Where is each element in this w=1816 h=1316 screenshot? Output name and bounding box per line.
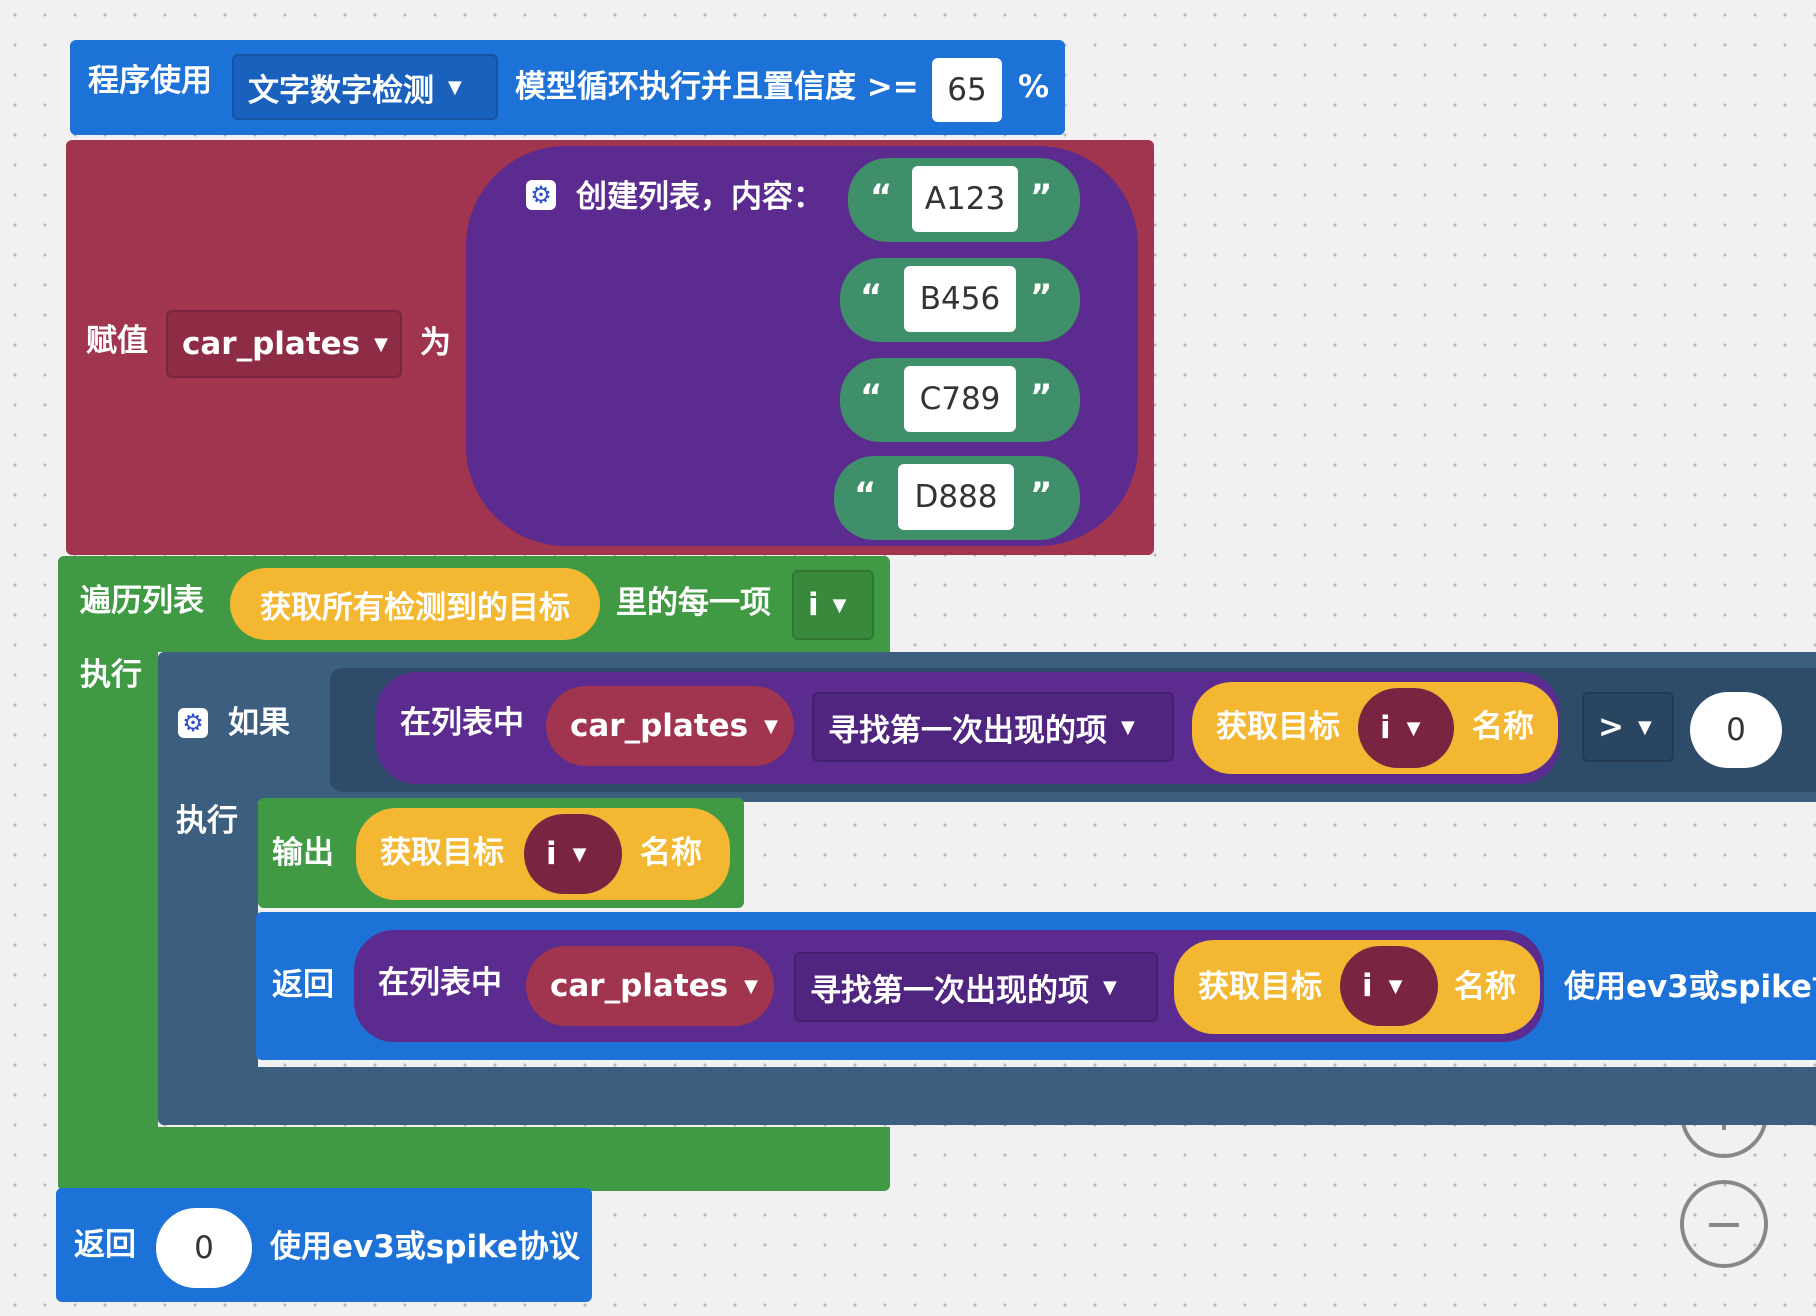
zoom-out-button[interactable]: − [1680, 1180, 1768, 1268]
protocol-label: 使用ev3或spike协议 [270, 1229, 580, 1265]
chevron-down-icon: ▼ [764, 715, 778, 737]
target-var-dropdown[interactable]: i ▼ [1358, 688, 1454, 768]
assign-as-label: 为 [420, 325, 451, 361]
in-list-label: 在列表中 [400, 705, 524, 741]
protocol-label: 使用ev3或spike协 [1564, 969, 1816, 1005]
name-label: 名称 [1472, 709, 1534, 745]
foreach-var-dropdown[interactable]: i ▼ [792, 570, 874, 640]
get-target-label: 获取目标 [1198, 969, 1322, 1005]
in-list-label: 在列表中 [378, 965, 502, 1001]
chevron-down-icon: ▼ [448, 76, 462, 98]
chevron-down-icon: ▼ [1637, 716, 1652, 738]
chevron-down-icon: ▼ [1121, 716, 1135, 738]
name-label: 名称 [640, 835, 702, 871]
close-quote-icon: ” [1030, 475, 1053, 515]
open-quote-icon: “ [854, 475, 877, 515]
compare-value-input[interactable]: 0 [1690, 692, 1782, 768]
if-block-body [158, 802, 258, 1067]
return-label: 返回 [272, 967, 334, 1003]
find-mode-dropdown[interactable]: 寻找第一次出现的项 ▼ [794, 952, 1158, 1022]
chevron-down-icon: ▼ [1406, 717, 1421, 739]
if-do-label: 执行 [176, 803, 238, 839]
gear-icon[interactable]: ⚙ [178, 708, 208, 738]
open-quote-icon: “ [870, 177, 893, 217]
list-var-dropdown[interactable]: car_plates ▼ [546, 686, 794, 766]
get-target-label: 获取目标 [380, 835, 504, 871]
chevron-down-icon: ▼ [832, 594, 847, 616]
main-block-condition: 模型循环执行并且置信度 >= [515, 69, 919, 105]
if-block-footer [158, 1067, 1816, 1125]
chevron-down-icon: ▼ [374, 333, 388, 355]
close-quote-icon: ” [1030, 177, 1053, 217]
list-item-value[interactable]: C789 [904, 366, 1016, 432]
chevron-down-icon: ▼ [1388, 975, 1403, 997]
list-item-value[interactable]: D888 [898, 464, 1014, 530]
gear-icon[interactable]: ⚙ [526, 180, 556, 210]
minus-icon: − [1703, 1196, 1745, 1252]
model-dropdown[interactable]: 文字数字检测 ▼ [232, 54, 498, 120]
close-quote-icon: ” [1030, 377, 1053, 417]
foreach-block-footer [58, 1127, 890, 1191]
foreach-block-body [58, 652, 158, 1127]
return-value-input[interactable]: 0 [156, 1208, 252, 1288]
return-outer-block[interactable] [56, 1188, 592, 1302]
chevron-down-icon: ▼ [572, 843, 587, 865]
list-item-value[interactable]: A123 [912, 166, 1018, 232]
target-var-dropdown[interactable]: i ▼ [524, 814, 622, 894]
confidence-input[interactable]: 65 [932, 58, 1002, 122]
create-list-label: 创建列表，内容： [576, 179, 824, 215]
main-block-prefix: 程序使用 [88, 63, 212, 99]
get-all-detected-targets-block[interactable]: 获取所有检测到的目标 [230, 568, 600, 640]
get-target-label: 获取目标 [1216, 709, 1340, 745]
return-label: 返回 [74, 1227, 136, 1263]
close-quote-icon: ” [1030, 277, 1053, 317]
list-var-dropdown[interactable]: car_plates ▼ [526, 946, 774, 1026]
list-item-value[interactable]: B456 [904, 266, 1016, 332]
assign-label: 赋值 [86, 323, 148, 359]
variable-dropdown-car-plates[interactable]: car_plates ▼ [166, 310, 402, 378]
if-label: 如果 [228, 705, 290, 741]
percent-label: % [1018, 69, 1050, 105]
name-label: 名称 [1454, 969, 1516, 1005]
print-label: 输出 [272, 835, 334, 871]
foreach-label: 遍历列表 [80, 583, 204, 619]
open-quote-icon: “ [860, 277, 883, 317]
chevron-down-icon: ▼ [744, 975, 758, 997]
chevron-down-icon: ▼ [1103, 976, 1117, 998]
find-mode-dropdown[interactable]: 寻找第一次出现的项 ▼ [812, 692, 1174, 762]
foreach-do-label: 执行 [80, 657, 142, 693]
foreach-item-text: 里的每一项 [616, 585, 771, 621]
operator-dropdown[interactable]: > ▼ [1582, 692, 1674, 762]
target-var-dropdown[interactable]: i ▼ [1340, 946, 1438, 1026]
open-quote-icon: “ [860, 377, 883, 417]
